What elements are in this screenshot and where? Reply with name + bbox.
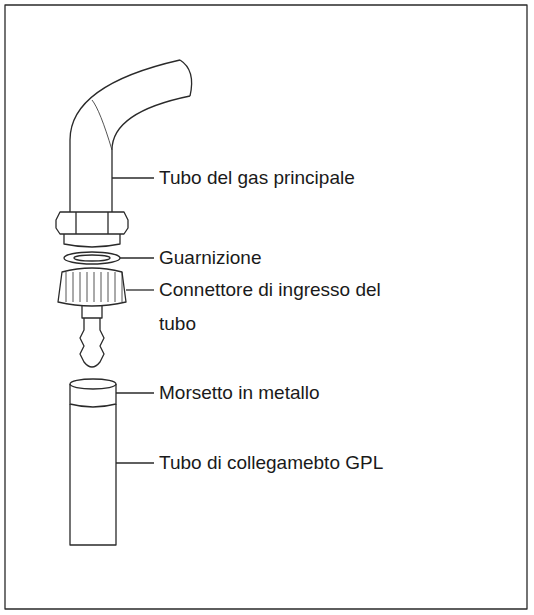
part-label: Guarnizione [159, 246, 261, 270]
lpg-hose [70, 404, 116, 545]
part-label: Tubo del gas principale [159, 166, 355, 190]
part-label: Morsetto in metallo [159, 381, 320, 405]
part-label: Connettore di ingresso del tubo [159, 273, 389, 341]
part-label: Tubo di collegamebto GPL [159, 451, 383, 475]
main-gas-pipe [70, 60, 192, 212]
hose-inlet-connector [58, 268, 126, 367]
leader-lines [112, 178, 154, 463]
metal-clamp [70, 379, 116, 407]
gasket [64, 252, 120, 264]
frame [5, 5, 527, 609]
pipe-hex-nut [56, 212, 128, 247]
